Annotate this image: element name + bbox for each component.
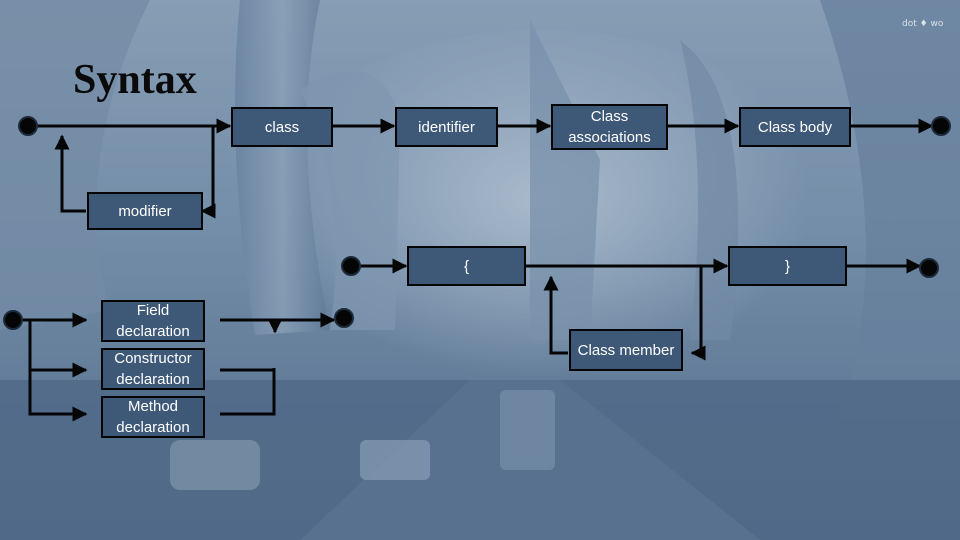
slide-title: Syntax (73, 57, 197, 103)
class-body-box: Class body (739, 107, 851, 147)
connector-field-to-end (220, 318, 283, 334)
class-keyword-box: class (231, 107, 333, 147)
connector-method-to-end (220, 368, 276, 416)
connector-modifier-loop-down (200, 126, 216, 219)
body-end-node (919, 258, 939, 278)
connector-start-to-constructor (28, 320, 88, 378)
start-node (18, 116, 38, 136)
connector-member-loop-up (543, 275, 568, 355)
modifier-box: modifier (87, 192, 203, 230)
open-brace-box: { (407, 246, 526, 286)
close-brace-box: } (728, 246, 847, 286)
connector-modifier-loop-up (54, 134, 86, 213)
end-node (931, 116, 951, 136)
class-member-box: Class member (569, 329, 683, 371)
class-associations-box: Class associations (551, 104, 668, 150)
method-declaration-box: Method declaration (101, 396, 205, 438)
member-start-node (3, 310, 23, 330)
connector-member-loop-down (690, 266, 706, 361)
member-end-node (334, 308, 354, 328)
connector-start-to-method (28, 370, 88, 422)
body-start-node (341, 256, 361, 276)
watermark-logo: dot ♦ wo (902, 19, 944, 29)
identifier-box: identifier (395, 107, 498, 147)
constructor-declaration-box: Constructor declaration (101, 348, 205, 390)
field-declaration-box: Field declaration (101, 300, 205, 342)
